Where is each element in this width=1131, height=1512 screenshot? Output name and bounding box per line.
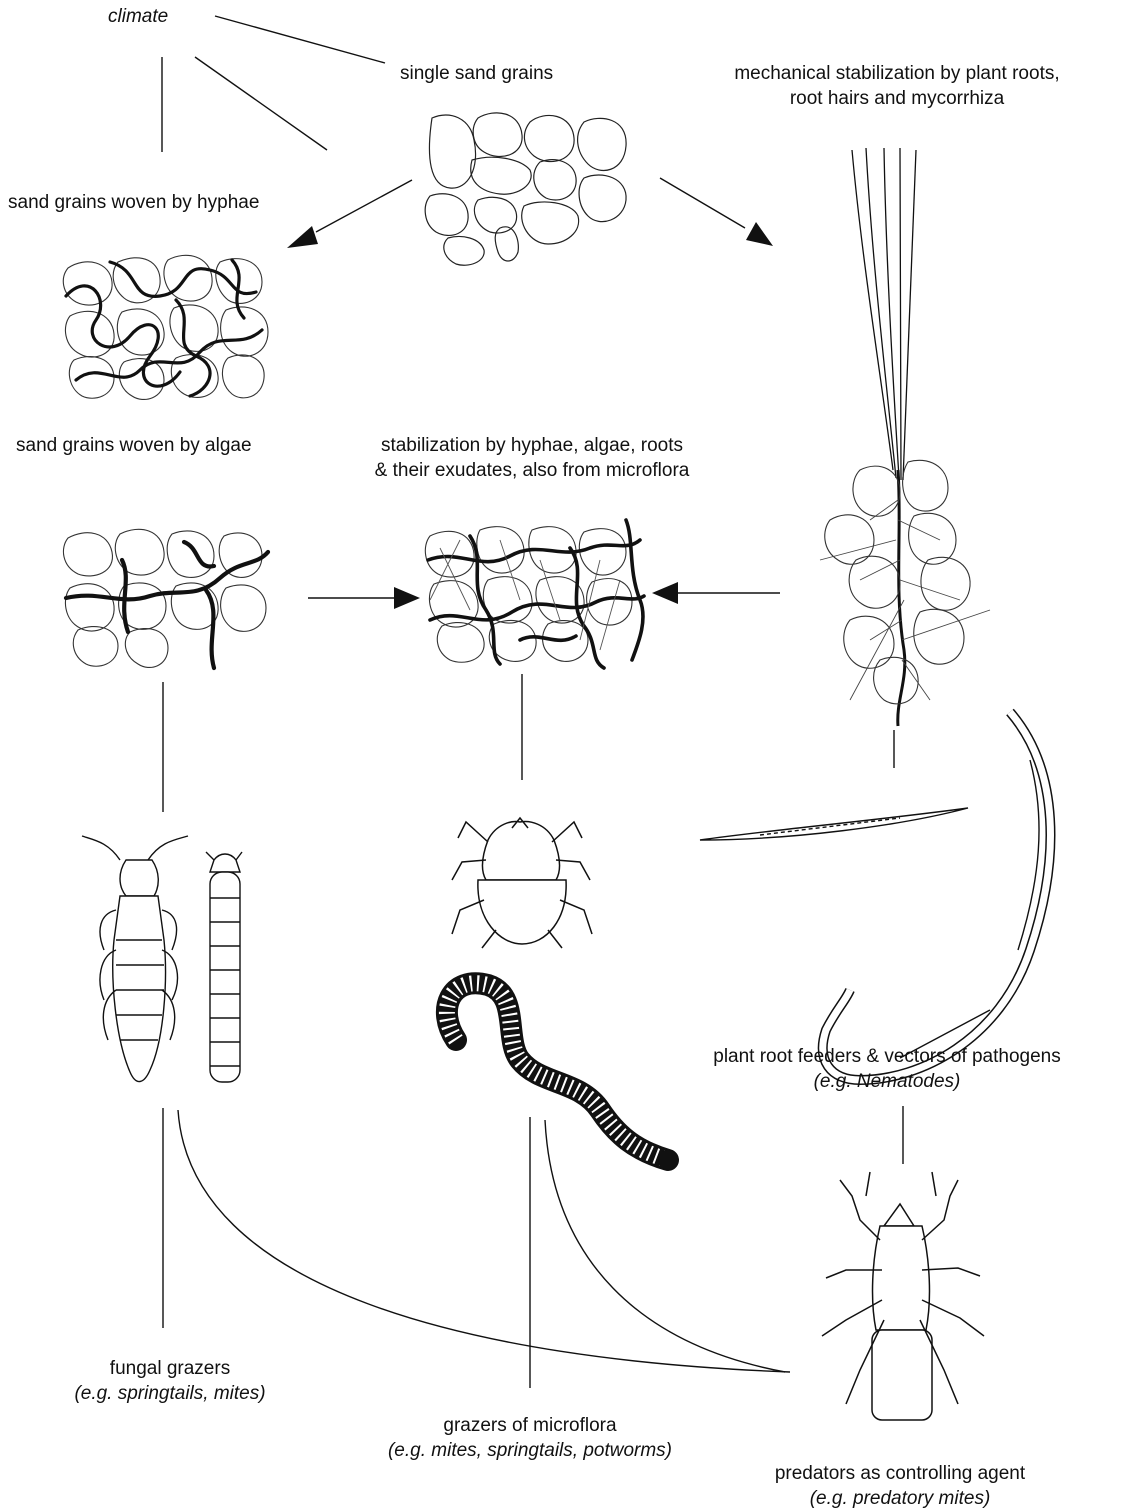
root-feeders-line-1: plant root feeders & vectors of pathogen… (650, 1044, 1124, 1069)
algae-woven-label: sand grains woven by algae (16, 433, 252, 458)
arrow-to-roots (660, 178, 773, 246)
stabilization-all-line-2: & their exudates, also from microflora (326, 458, 738, 483)
grazers-microflora-label: grazers of microflora (e.g. mites, sprin… (340, 1413, 720, 1463)
stabilization-all-label: stabilization by hyphae, algae, roots & … (326, 433, 738, 483)
mechanical-stabilization-line-1: mechanical stabilization by plant roots, (686, 61, 1108, 86)
mechanical-stabilization-label: mechanical stabilization by plant roots,… (686, 61, 1108, 111)
mechanical-stabilization-line-2: root hairs and mycorrhiza (686, 86, 1108, 111)
springtail-illustration (82, 836, 242, 1082)
arrow-to-hyphae (287, 180, 412, 248)
plant-roots-illustration (820, 148, 990, 726)
climate-label: climate (108, 4, 168, 29)
potworm-illustration (447, 983, 678, 1170)
arrow-algae-to-stabilization (308, 587, 420, 609)
climate-connectors (162, 16, 385, 152)
fungal-grazers-label: fungal grazers (e.g. springtails, mites) (20, 1356, 320, 1406)
predators-line-1: predators as controlling agent (720, 1461, 1080, 1486)
hyphae-woven-grains-illustration (63, 255, 268, 399)
grazers-microflora-line-1: grazers of microflora (340, 1413, 720, 1438)
single-sand-grains-label: single sand grains (400, 61, 553, 86)
mite-illustration (452, 818, 592, 948)
fungal-grazers-example: (e.g. springtails, mites) (20, 1381, 320, 1406)
stabilization-all-line-1: stabilization by hyphae, algae, roots (326, 433, 738, 458)
combined-stabilization-illustration (425, 520, 644, 668)
single-sand-grains-illustration (425, 113, 626, 265)
predatory-mite-illustration (822, 1172, 984, 1420)
algae-woven-grains-illustration (63, 529, 268, 668)
vertical-connectors (163, 674, 903, 1388)
grazers-microflora-example: (e.g. mites, springtails, potworms) (340, 1438, 720, 1463)
root-feeders-example: (e.g. Nematodes) (650, 1069, 1124, 1094)
nematode-illustration (700, 712, 1050, 1080)
fungal-grazers-line-1: fungal grazers (20, 1356, 320, 1381)
arrow-roots-to-stabilization (652, 582, 780, 604)
predators-label: predators as controlling agent (e.g. pre… (720, 1461, 1080, 1511)
hyphae-woven-label: sand grains woven by hyphae (8, 190, 259, 215)
predators-example: (e.g. predatory mites) (720, 1486, 1080, 1511)
root-feeders-label: plant root feeders & vectors of pathogen… (650, 1044, 1124, 1094)
